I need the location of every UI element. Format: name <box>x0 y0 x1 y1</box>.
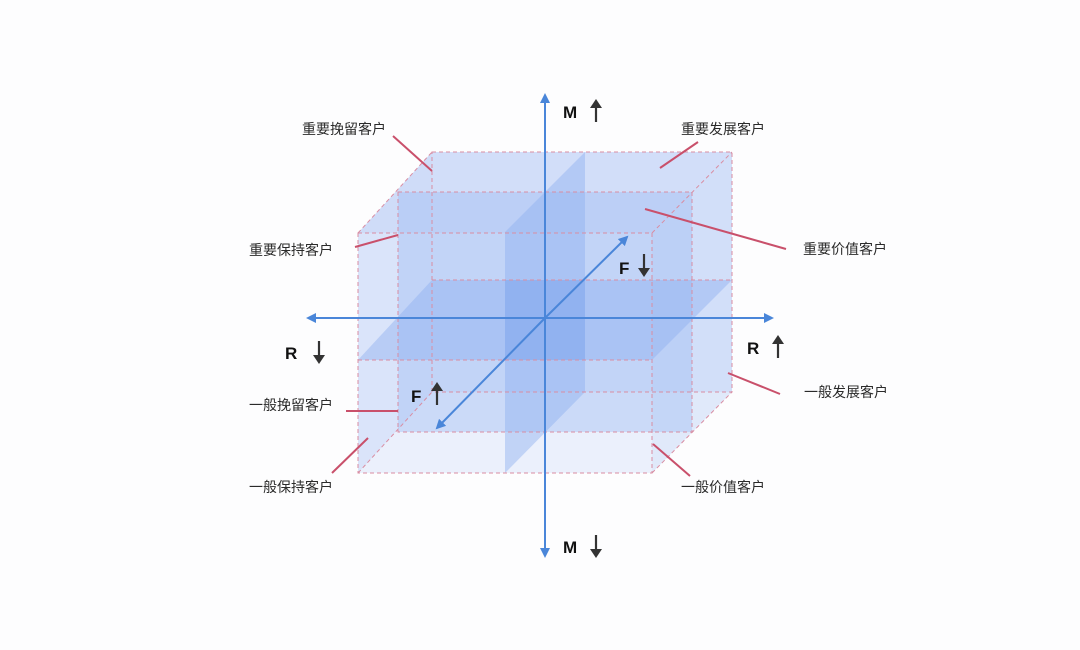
segment-labels: 重要挽留客户 重要发展客户 重要保持客户 重要价值客户 一般挽留客户 一般发展客… <box>249 121 888 496</box>
leader-important-value <box>644 208 787 250</box>
axes <box>306 93 774 558</box>
label-general-value: 一般价值客户 <box>681 479 765 496</box>
leader-general-value <box>652 443 691 477</box>
m-top-label: M <box>563 103 577 122</box>
label-important-value: 重要价值客户 <box>803 241 887 258</box>
r-left-label: R <box>285 344 297 363</box>
label-general-develop: 一般发展客户 <box>804 384 888 401</box>
arrow-up-icon <box>772 335 784 358</box>
axis-labels: M M R R F <box>285 99 784 558</box>
leader-important-keep <box>354 234 399 248</box>
label-important-retain: 重要挽留客户 <box>302 121 386 138</box>
f-axis-front <box>435 317 546 430</box>
arrow-up-icon <box>431 382 443 405</box>
leader-lines <box>331 135 787 477</box>
f-front-label: F <box>411 387 421 406</box>
label-general-keep: 一般保持客户 <box>249 479 333 496</box>
m-bottom-label: M <box>563 538 577 557</box>
cube-dashed-edges <box>357 151 733 474</box>
arrow-up-icon <box>590 99 602 122</box>
label-important-keep: 重要保持客户 <box>249 242 333 259</box>
leader-important-retain <box>392 135 433 172</box>
arrow-down-icon <box>313 341 325 364</box>
label-general-retain: 一般挽留客户 <box>249 397 333 414</box>
r-right-label: R <box>747 339 759 358</box>
label-important-develop: 重要发展客户 <box>681 121 765 138</box>
leader-general-keep <box>331 437 369 474</box>
leader-general-develop <box>727 372 781 395</box>
arrow-down-icon <box>590 535 602 558</box>
arrow-down-icon <box>638 254 650 277</box>
f-axis-back <box>544 235 629 319</box>
f-back-label: F <box>619 259 629 278</box>
leader-important-develop <box>659 141 699 169</box>
